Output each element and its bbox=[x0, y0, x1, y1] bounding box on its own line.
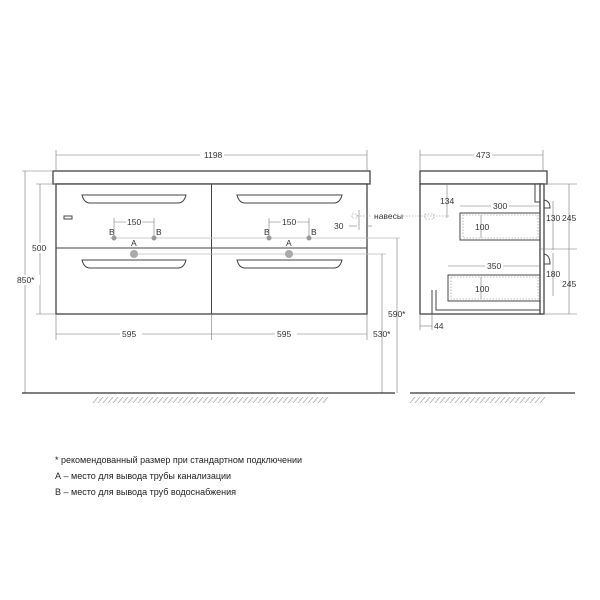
dim-drawer-bottom-depth: 350 bbox=[487, 261, 501, 271]
pipe-a-point bbox=[285, 250, 293, 258]
hinges-label: навесы bbox=[374, 211, 403, 221]
dim-height-a: 530* bbox=[373, 329, 391, 339]
handle bbox=[81, 194, 187, 204]
handle bbox=[236, 194, 343, 204]
pipe-b-point bbox=[266, 235, 272, 241]
dim-offset-top: 134 bbox=[440, 196, 454, 206]
pipe-b-point bbox=[151, 235, 157, 241]
pipe-b-point bbox=[306, 235, 312, 241]
front-view: B B B B A A 1198 500 850* 595 595 150 15… bbox=[16, 149, 406, 403]
note-b: В – место для вывода труб водоснабжения bbox=[55, 487, 237, 497]
dim-drawer-bottom-height: 100 bbox=[475, 284, 489, 294]
dim-pipe-spacing: 150 bbox=[282, 217, 296, 227]
dim-width: 1198 bbox=[204, 150, 223, 160]
notes: * рекомендованный размер при стандартном… bbox=[55, 452, 302, 500]
pipe-a-point bbox=[130, 250, 138, 258]
label-a: A bbox=[286, 238, 292, 248]
note-recommended: * рекомендованный размер при стандартном… bbox=[55, 455, 303, 465]
drawer-bottom bbox=[447, 274, 541, 302]
dim-drawer-top-height: 100 bbox=[475, 222, 489, 232]
drawer-top bbox=[459, 212, 541, 241]
side-view: 473 134 300 100 350 100 130 245 180 245 … bbox=[400, 149, 577, 403]
dim-section-right: 595 bbox=[277, 329, 291, 339]
label-b: B bbox=[264, 227, 270, 237]
dim-drawer-top-depth: 300 bbox=[493, 201, 507, 211]
label-b: B bbox=[109, 227, 115, 237]
pipe-b-point bbox=[111, 235, 117, 241]
dim-body-height: 500 bbox=[32, 243, 46, 253]
dim-total-height: 850* bbox=[17, 275, 35, 285]
dim-back-offset: 44 bbox=[434, 321, 444, 331]
label-a: A bbox=[131, 238, 137, 248]
dim-lower-front: 245 bbox=[562, 279, 576, 289]
handle bbox=[81, 259, 187, 269]
handle bbox=[236, 259, 343, 269]
dim-height-b: 590* bbox=[388, 309, 406, 319]
dim-upper-front-inner: 130 bbox=[546, 213, 560, 223]
dim-upper-front: 245 bbox=[562, 213, 576, 223]
dim-hinges-offset: 30 bbox=[334, 221, 344, 231]
pipe-points: B B B B A A bbox=[109, 227, 317, 258]
note-a: А – место для вывода трубы канализации bbox=[55, 471, 232, 481]
dim-section-left: 595 bbox=[122, 329, 136, 339]
dim-lower-front-inner: 180 bbox=[546, 269, 560, 279]
label-b: B bbox=[156, 227, 162, 237]
side-body bbox=[419, 183, 542, 315]
label-b: B bbox=[311, 227, 317, 237]
side-countertop bbox=[419, 170, 548, 185]
countertop bbox=[52, 170, 371, 185]
dim-depth: 473 bbox=[476, 150, 490, 160]
logo-badge bbox=[63, 215, 73, 220]
dim-pipe-spacing: 150 bbox=[127, 217, 141, 227]
